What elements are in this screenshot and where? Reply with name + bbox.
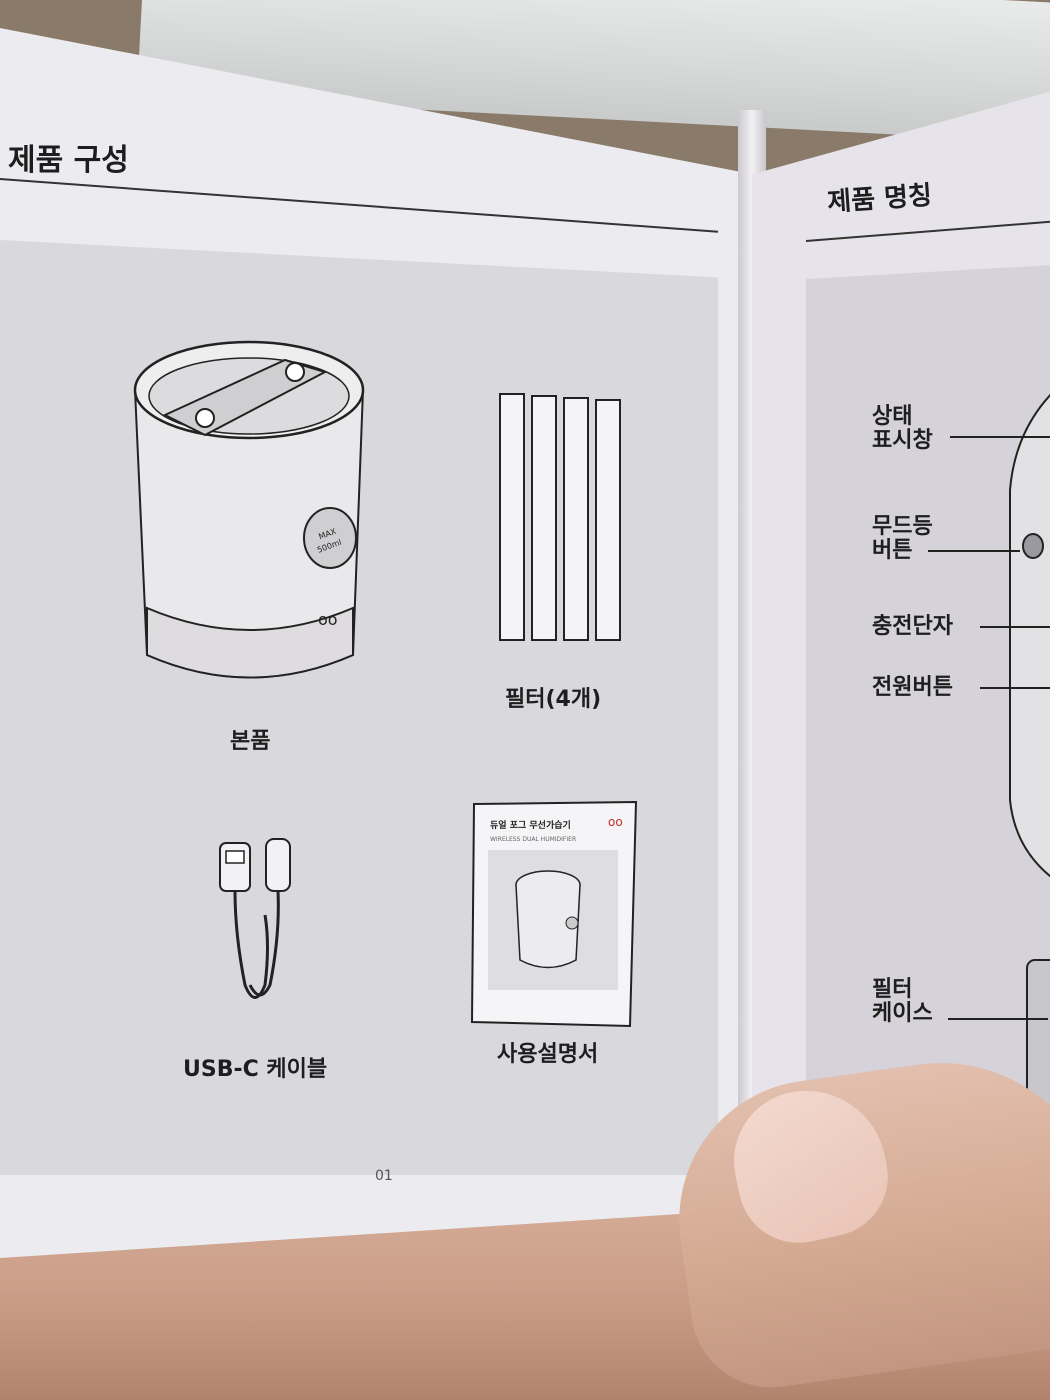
callout-line-status-display (950, 436, 1050, 438)
label-user-manual: 사용설명서 (497, 1042, 599, 1067)
manual-logo-icon: oo (608, 815, 623, 829)
manual-cover-title: 듀얼 포그 무선가습기 (490, 821, 571, 831)
device-side-illustration (1009, 393, 1050, 1121)
right-page-heading: 제품 명칭 (826, 180, 933, 218)
label-filters: 필터(4개) (505, 687, 602, 712)
callout-power-button: 전원버튼 (872, 675, 953, 700)
filters-illustration (499, 393, 621, 641)
callout-line-charging-port (980, 626, 1050, 628)
manual-booklet-illustration: oo (470, 800, 638, 1028)
label-usb-c-cable: USB-C 케이블 (183, 1057, 328, 1082)
callout-line-power-button (980, 687, 1050, 689)
callout-line-filter-case (948, 1018, 1048, 1020)
brand-logo-icon: oo (318, 610, 338, 629)
callout-line-mood-light (928, 550, 1020, 552)
label-main-unit: 본품 (230, 729, 271, 754)
left-page-heading: 제품 구성 (8, 143, 129, 178)
callout-charging-port: 충전단자 (872, 614, 953, 639)
manual-cover-subtitle: WIRELESS DUAL HUMIDIFIER (490, 836, 577, 843)
callout-status-display: 상태 표시창 (872, 404, 933, 454)
main-unit-illustration: MAX 500ml oo (133, 340, 365, 679)
callout-filter-case: 필터 케이스 (872, 977, 933, 1027)
usb-c-cable-illustration (219, 838, 291, 999)
page-number: 01 (375, 1168, 393, 1184)
callout-mood-light-button: 무드등 버튼 (872, 514, 933, 564)
